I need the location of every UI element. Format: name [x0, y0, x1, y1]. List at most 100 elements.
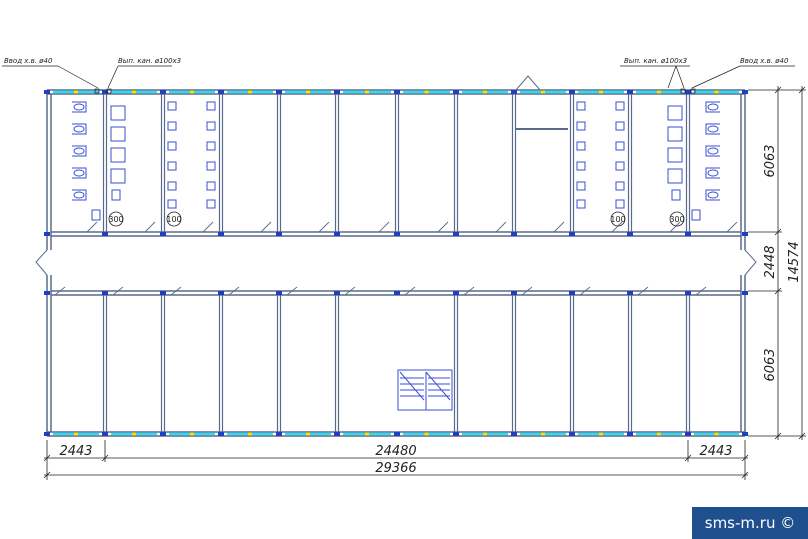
urinal-icon	[667, 147, 683, 163]
window-accent	[541, 90, 545, 94]
column	[742, 432, 748, 436]
door-leaf	[202, 221, 214, 233]
restroom-fixtures	[72, 101, 720, 221]
note-water-inlet-left: Ввод х.в. ø40	[4, 57, 53, 65]
service-tags	[108, 211, 685, 227]
column	[742, 232, 748, 236]
urinal-icon	[667, 168, 683, 184]
column	[218, 90, 224, 94]
sink-icon	[167, 101, 177, 111]
column	[44, 432, 50, 436]
door-leaf	[495, 221, 507, 233]
door-leaf	[611, 221, 623, 233]
column	[334, 432, 340, 436]
window-accent	[306, 432, 310, 436]
toilet-icon	[707, 147, 719, 155]
door-leaf	[228, 286, 240, 296]
window-accent	[657, 90, 661, 94]
window-accent	[599, 90, 603, 94]
sink-icon	[206, 121, 216, 131]
interior-block	[516, 128, 568, 130]
urinal-icon	[110, 105, 126, 121]
column	[511, 432, 517, 436]
column	[569, 232, 575, 236]
sink-icon	[167, 181, 177, 191]
toilet-stall	[705, 189, 720, 201]
door-leaf	[404, 286, 416, 296]
toilet-icon	[73, 169, 85, 177]
dim-total-height: 14574	[787, 241, 802, 282]
toilet-stall	[72, 167, 87, 179]
column	[394, 90, 400, 94]
toilet-icon	[73, 191, 85, 199]
column	[44, 90, 50, 94]
sink-icon	[206, 161, 216, 171]
top-partitions	[102, 94, 691, 232]
sink-icon	[671, 189, 681, 201]
toilet-stall	[72, 123, 87, 135]
column	[742, 90, 748, 94]
column	[160, 291, 166, 295]
sink-icon	[206, 101, 216, 111]
door-leaf	[54, 286, 66, 296]
column	[453, 90, 459, 94]
column	[511, 291, 517, 295]
right-dimension-lines	[748, 86, 806, 440]
door-leaf	[553, 221, 565, 233]
sink-icon	[691, 209, 701, 221]
urinal-icon	[110, 147, 126, 163]
sink-icon	[576, 161, 586, 171]
toilet-icon	[707, 169, 719, 177]
window-accent	[365, 432, 369, 436]
sink-icon	[615, 121, 625, 131]
column	[276, 291, 282, 295]
window-accent	[541, 432, 545, 436]
door-leaf	[344, 286, 356, 296]
bottom-dimension-lines	[43, 440, 749, 480]
tag-300-right: 300	[669, 215, 684, 224]
sink-icon	[576, 199, 586, 209]
column	[627, 291, 633, 295]
door-leaf	[144, 221, 156, 233]
door-leaf	[726, 221, 738, 233]
column	[102, 232, 108, 236]
column	[334, 90, 340, 94]
window-accent	[190, 432, 194, 436]
column	[44, 291, 50, 295]
column	[102, 432, 108, 436]
dim-right-top: 6063	[763, 144, 778, 177]
toilet-stall	[72, 101, 87, 113]
sink-icon	[206, 199, 216, 209]
note-drain-left: Вып. кан. ø100х3	[118, 57, 181, 65]
window-accent	[424, 90, 429, 94]
column	[160, 432, 166, 436]
window-accent	[483, 432, 487, 436]
pipe-callouts	[2, 65, 795, 94]
column	[394, 232, 400, 236]
sink-icon	[167, 141, 177, 151]
toilet-icon	[707, 125, 719, 133]
column	[627, 432, 633, 436]
dim-right-bottom: 6063	[763, 348, 778, 381]
door-leaf	[378, 221, 390, 233]
door-leaf	[318, 221, 330, 233]
tag-100-left: 100	[166, 215, 181, 224]
window-accent	[132, 90, 136, 94]
sink-icon	[615, 199, 625, 209]
sink-icon	[576, 121, 586, 131]
column	[511, 90, 517, 94]
sink-icon	[615, 181, 625, 191]
door-leaf	[86, 221, 98, 233]
column	[685, 232, 691, 236]
tag-300-left: 300	[108, 215, 123, 224]
sink-icon	[615, 161, 625, 171]
sink-icon	[167, 161, 177, 171]
urinal-icon	[110, 168, 126, 184]
window-accent	[190, 90, 194, 94]
sink-icon	[167, 199, 177, 209]
window-accent	[74, 432, 78, 436]
door-leaf	[669, 221, 681, 233]
window-accent	[714, 432, 719, 436]
urinal-icon	[667, 126, 683, 142]
window-accent	[657, 432, 661, 436]
